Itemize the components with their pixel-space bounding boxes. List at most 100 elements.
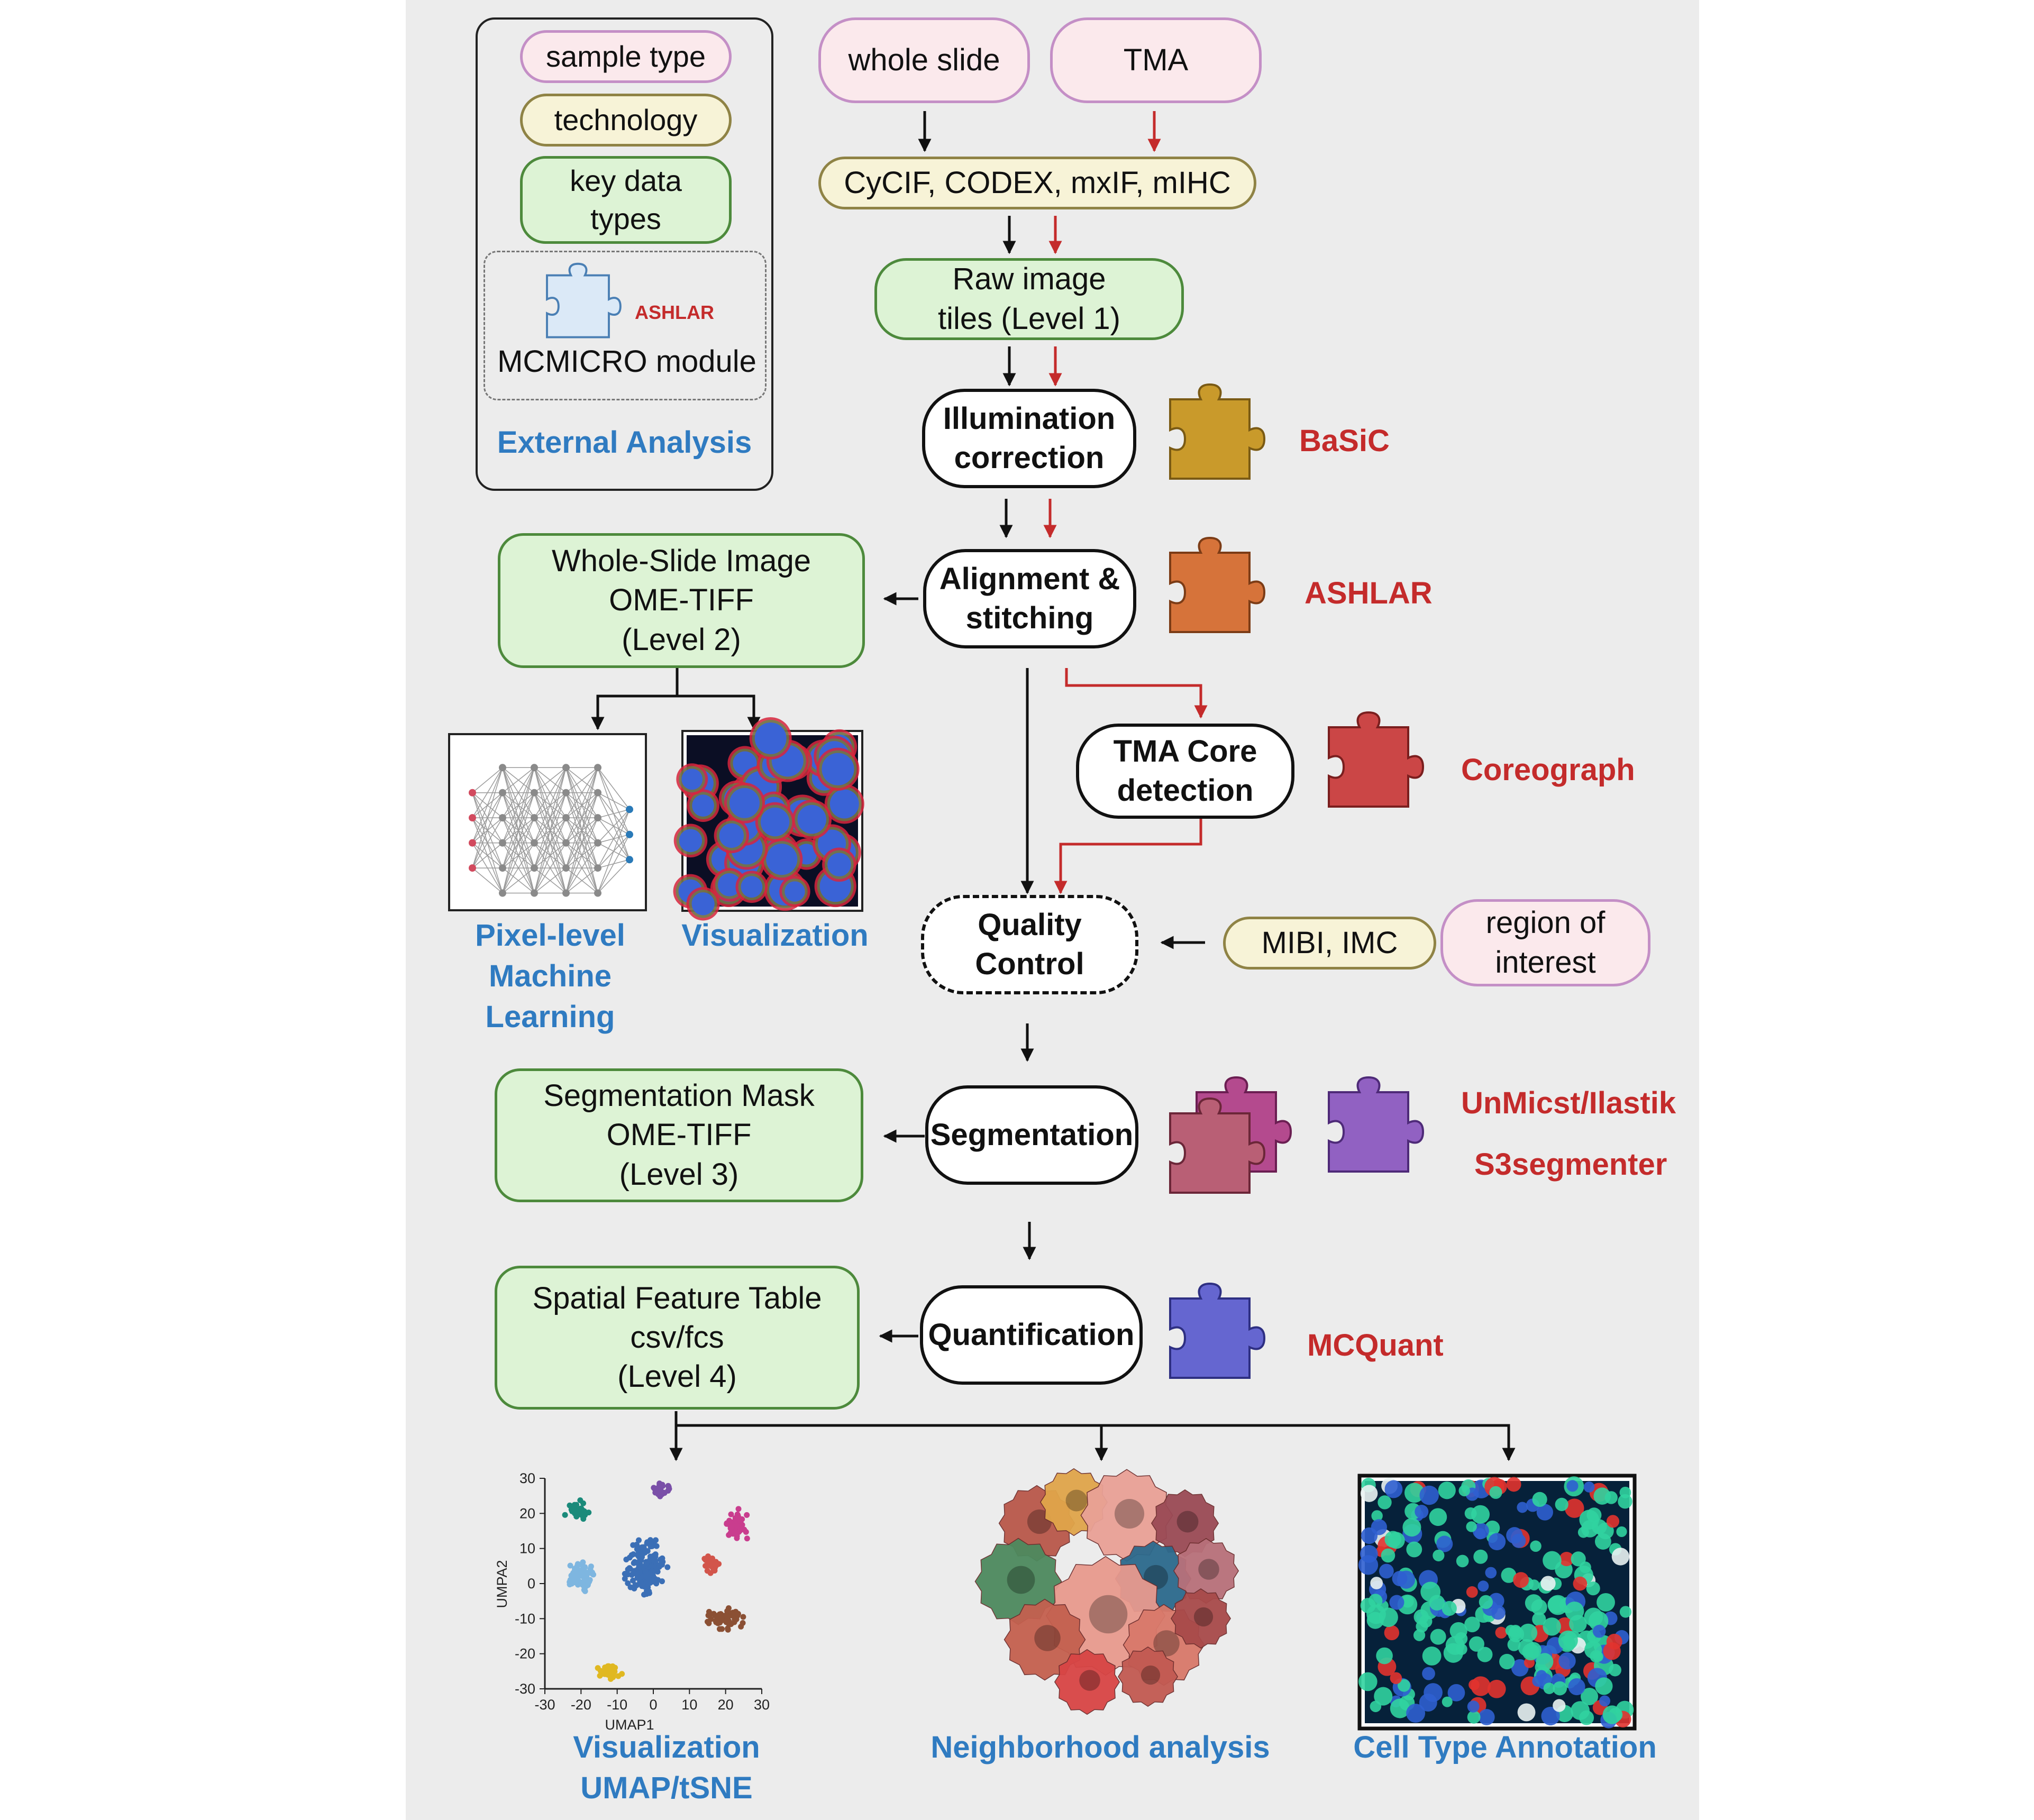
annotated-cell xyxy=(1603,1642,1621,1660)
annotated-cell xyxy=(1553,1699,1566,1712)
umap-point xyxy=(648,1542,654,1549)
annotated-cell xyxy=(1466,1521,1477,1532)
umap-point xyxy=(642,1573,649,1579)
nn-edge xyxy=(597,809,630,818)
annotated-cell xyxy=(1370,1577,1383,1589)
arrow-table-to-celltype xyxy=(1101,1424,1516,1461)
annotated-cell xyxy=(1360,1485,1378,1502)
nn-node xyxy=(499,889,506,897)
neighborhood-nucleus xyxy=(1065,1489,1088,1512)
label-visualization: Visualization xyxy=(681,918,869,953)
umap-xtick-label: -10 xyxy=(607,1697,627,1713)
annotated-cell xyxy=(1543,1617,1561,1636)
cell-nucleus xyxy=(754,722,787,754)
annotated-cell xyxy=(1536,1504,1553,1521)
annotated-cell xyxy=(1592,1624,1606,1638)
neighborhood-nucleus xyxy=(1193,1607,1214,1627)
legend-module-box xyxy=(484,251,767,400)
annotated-cell xyxy=(1438,1481,1456,1499)
annotated-cell xyxy=(1579,1561,1591,1574)
annotated-cell xyxy=(1571,1701,1590,1721)
label-pixel-ml-line2: Machine Learning xyxy=(485,959,615,1035)
annotated-cell xyxy=(1466,1586,1478,1598)
annotated-cell xyxy=(1588,1611,1609,1631)
annotated-cell xyxy=(1592,1651,1603,1662)
annotated-cell xyxy=(1478,1709,1495,1725)
annotated-cell xyxy=(1479,1595,1493,1609)
nn-edge xyxy=(472,767,503,843)
nn-edge xyxy=(534,792,567,893)
umap-point xyxy=(730,1531,736,1537)
annotated-cell xyxy=(1548,1595,1568,1615)
cell-nucleus xyxy=(797,804,827,834)
annotated-cell xyxy=(1447,1684,1465,1702)
annotated-cell xyxy=(1499,1653,1515,1670)
umap-point xyxy=(736,1529,742,1535)
annotated-cell xyxy=(1430,1629,1446,1645)
step-tma-core: TMA Core detection xyxy=(1076,724,1294,819)
annotated-cell xyxy=(1413,1629,1426,1641)
annotated-cell xyxy=(1456,1643,1467,1655)
legend-module-example-label: ASHLAR xyxy=(635,301,714,323)
umap-point xyxy=(735,1506,742,1512)
nn-node xyxy=(499,764,506,772)
umap-point xyxy=(579,1512,585,1519)
nn-edge xyxy=(472,767,503,793)
level3-line1: Segmentation Mask xyxy=(543,1078,815,1113)
umap-point xyxy=(639,1581,645,1588)
annotated-cell xyxy=(1581,1688,1599,1706)
umap-point xyxy=(723,1612,729,1618)
annotated-cell xyxy=(1397,1679,1410,1692)
arrow-align-to-tma-core xyxy=(1065,668,1208,719)
nn-edge xyxy=(565,843,598,893)
nn-node xyxy=(562,814,570,822)
data-level4: Spatial Feature Table csv/fcs (Level 4) xyxy=(495,1266,860,1410)
umap-ylabel: UMPA2 xyxy=(494,1560,510,1608)
nn-node xyxy=(499,864,506,872)
umap-point xyxy=(574,1563,580,1569)
umap-xtick-label: -30 xyxy=(534,1697,555,1713)
step-quality-control: Quality Control xyxy=(921,895,1138,994)
annotated-cell xyxy=(1371,1519,1387,1535)
legend-box: sample type technology key data types xyxy=(476,17,773,491)
umap-point xyxy=(602,1671,608,1677)
annotated-cell xyxy=(1419,1485,1439,1505)
umap-point xyxy=(652,1486,658,1492)
umap-point xyxy=(664,1564,671,1570)
umap-point xyxy=(625,1580,631,1586)
umap-point xyxy=(729,1613,735,1619)
annotated-cell xyxy=(1536,1653,1554,1671)
umap-point xyxy=(578,1507,585,1514)
nn-node xyxy=(594,864,601,872)
umap-point xyxy=(595,1665,601,1671)
nn-edge xyxy=(565,817,598,893)
legend-module-label: MCMICRO module xyxy=(497,344,756,379)
annotated-cell xyxy=(1401,1595,1414,1608)
nn-node xyxy=(531,814,538,822)
nn-edge xyxy=(597,809,630,893)
module-unmicst-label: UnMicst/Ilastik xyxy=(1461,1086,1676,1120)
annotated-cell xyxy=(1583,1481,1595,1493)
annotated-cell xyxy=(1469,1679,1480,1690)
nn-node xyxy=(594,814,601,822)
umap-xlabel: UMAP1 xyxy=(605,1717,654,1733)
annotated-cell xyxy=(1406,1541,1422,1558)
annotated-cell xyxy=(1506,1477,1521,1492)
annotated-cell xyxy=(1384,1480,1403,1498)
umap-point xyxy=(642,1568,649,1575)
umap-point xyxy=(647,1580,653,1586)
legend-technology: technology xyxy=(520,94,732,147)
step-illumination: Illumination correction xyxy=(922,389,1136,488)
nn-node xyxy=(594,764,601,772)
nn-edge xyxy=(502,843,535,893)
tech-imaging: CyCIF, CODEX, mxIF, mIHC xyxy=(818,157,1256,209)
annotated-cell xyxy=(1415,1504,1429,1519)
sample-roi: region of interest xyxy=(1440,899,1650,986)
arrow-wsi-to-viz xyxy=(677,694,761,730)
annotated-cell xyxy=(1485,1567,1497,1579)
neighborhood-cell xyxy=(1171,1588,1231,1649)
annotated-cell xyxy=(1467,1700,1480,1713)
nn-node xyxy=(469,814,476,822)
annotated-cell xyxy=(1599,1695,1611,1707)
